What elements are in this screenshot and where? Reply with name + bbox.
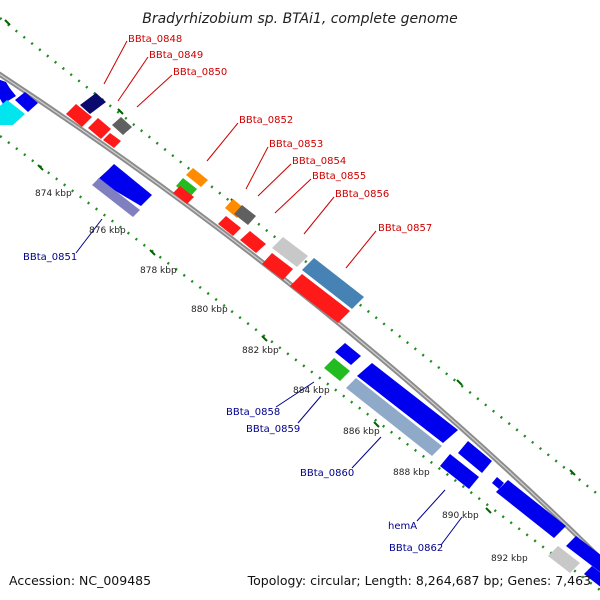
gene-arrow-0848[interactable] (80, 93, 106, 114)
gene-label[interactable]: hemA (388, 521, 417, 532)
kbp-label: 876 kbp (89, 226, 126, 236)
gene-arrow-hemA[interactable] (440, 454, 479, 489)
reverse-strand-features (0, 78, 600, 588)
gene-label[interactable]: BBta_0860 (300, 468, 354, 479)
gene-arrow-0858-top[interactable] (335, 343, 361, 365)
gene-label[interactable]: BBta_0859 (246, 424, 300, 435)
scale-track-inner (0, 135, 600, 591)
gene-label[interactable]: BBta_0855 (312, 171, 366, 182)
gene-arrow-0852[interactable] (186, 168, 208, 187)
gene-arrow-0859[interactable] (346, 378, 442, 456)
gene-arrow-0856-grey[interactable] (272, 237, 308, 267)
kbp-label: 890 kbp (442, 511, 479, 521)
gene-label[interactable]: BBta_0856 (335, 189, 389, 200)
gene-arrow-blue-2[interactable] (458, 441, 492, 473)
gene-label[interactable]: BBta_0858 (226, 407, 280, 418)
gene-arrow-green[interactable] (176, 178, 197, 197)
topology-text: Topology: circular; Length: 8,264,687 bp… (247, 573, 591, 588)
gene-arrow-0851[interactable] (97, 164, 152, 206)
gene-arrow-0851-strip[interactable] (92, 178, 140, 217)
gene-label[interactable]: BBta_0853 (269, 139, 323, 150)
gene-label[interactable]: BBta_0852 (239, 115, 293, 126)
kbp-label: 882 kbp (242, 346, 279, 356)
forward-strand-features (66, 93, 364, 323)
gene-label[interactable]: BBta_0850 (173, 67, 227, 78)
gene-label[interactable]: BBta_0849 (149, 50, 203, 61)
kbp-label: 874 kbp (35, 189, 72, 199)
kbp-label: 886 kbp (343, 427, 380, 437)
kbp-label: 878 kbp (140, 266, 177, 276)
gene-arrow-red-4[interactable] (262, 253, 293, 280)
gene-arrow-0858[interactable] (324, 358, 350, 381)
gene-arrow-grey-bottom[interactable] (548, 546, 580, 573)
gene-arrow-blue-left-2[interactable] (15, 92, 38, 112)
gene-arrow-0849[interactable] (88, 118, 111, 139)
gene-arrow-0862[interactable] (496, 480, 566, 538)
kbp-label: 892 kbp (491, 554, 528, 564)
gene-arrow-0850[interactable] (112, 117, 132, 135)
gene-arrow-blue-bottom-2[interactable] (584, 566, 600, 588)
gene-label[interactable]: BBta_0851 (23, 252, 77, 263)
gene-arrow-cyan-left[interactable] (0, 100, 25, 125)
gene-arrow-0860[interactable] (357, 363, 458, 443)
gene-arrow-red[interactable] (66, 104, 92, 127)
gene-arrow-blue-small[interactable] (492, 477, 504, 489)
kbp-label: 888 kbp (393, 468, 430, 478)
map-title: Bradyrhizobium sp. BTAi1, complete genom… (142, 11, 458, 27)
gene-arrow-blue-top-left[interactable] (0, 78, 12, 96)
tick-marks (4, 19, 576, 514)
gene-arrow-0855[interactable] (240, 231, 266, 253)
kbp-label: 880 kbp (191, 305, 228, 315)
kbp-label: 884 kbp (293, 386, 330, 396)
gene-arrow-blue-bottom[interactable] (566, 536, 600, 572)
gene-label[interactable]: BBta_0854 (292, 156, 346, 167)
accession-text: Accession: NC_009485 (9, 573, 151, 588)
gene-arrow-red-5[interactable] (290, 274, 350, 323)
gene-label[interactable]: BBta_0848 (128, 34, 182, 45)
scale-labels: 874 kbp 876 kbp 878 kbp 880 kbp 882 kbp … (35, 189, 528, 564)
gene-arrow-red-3[interactable] (218, 216, 241, 236)
gene-label[interactable]: BBta_0862 (389, 543, 443, 554)
forward-gene-labels: BBta_0848 BBta_0849 BBta_0850 BBta_0852 … (128, 34, 432, 234)
gene-arrow-red-2[interactable] (173, 186, 194, 204)
gene-arrow-red-small[interactable] (103, 133, 121, 148)
gene-arrow-0857[interactable] (302, 258, 364, 309)
gene-arrow-0854[interactable] (234, 205, 256, 225)
label-leaders (75, 40, 463, 546)
reverse-gene-labels: BBta_0851 BBta_0858 BBta_0859 BBta_0860 … (23, 252, 443, 554)
gene-label[interactable]: BBta_0857 (378, 223, 432, 234)
